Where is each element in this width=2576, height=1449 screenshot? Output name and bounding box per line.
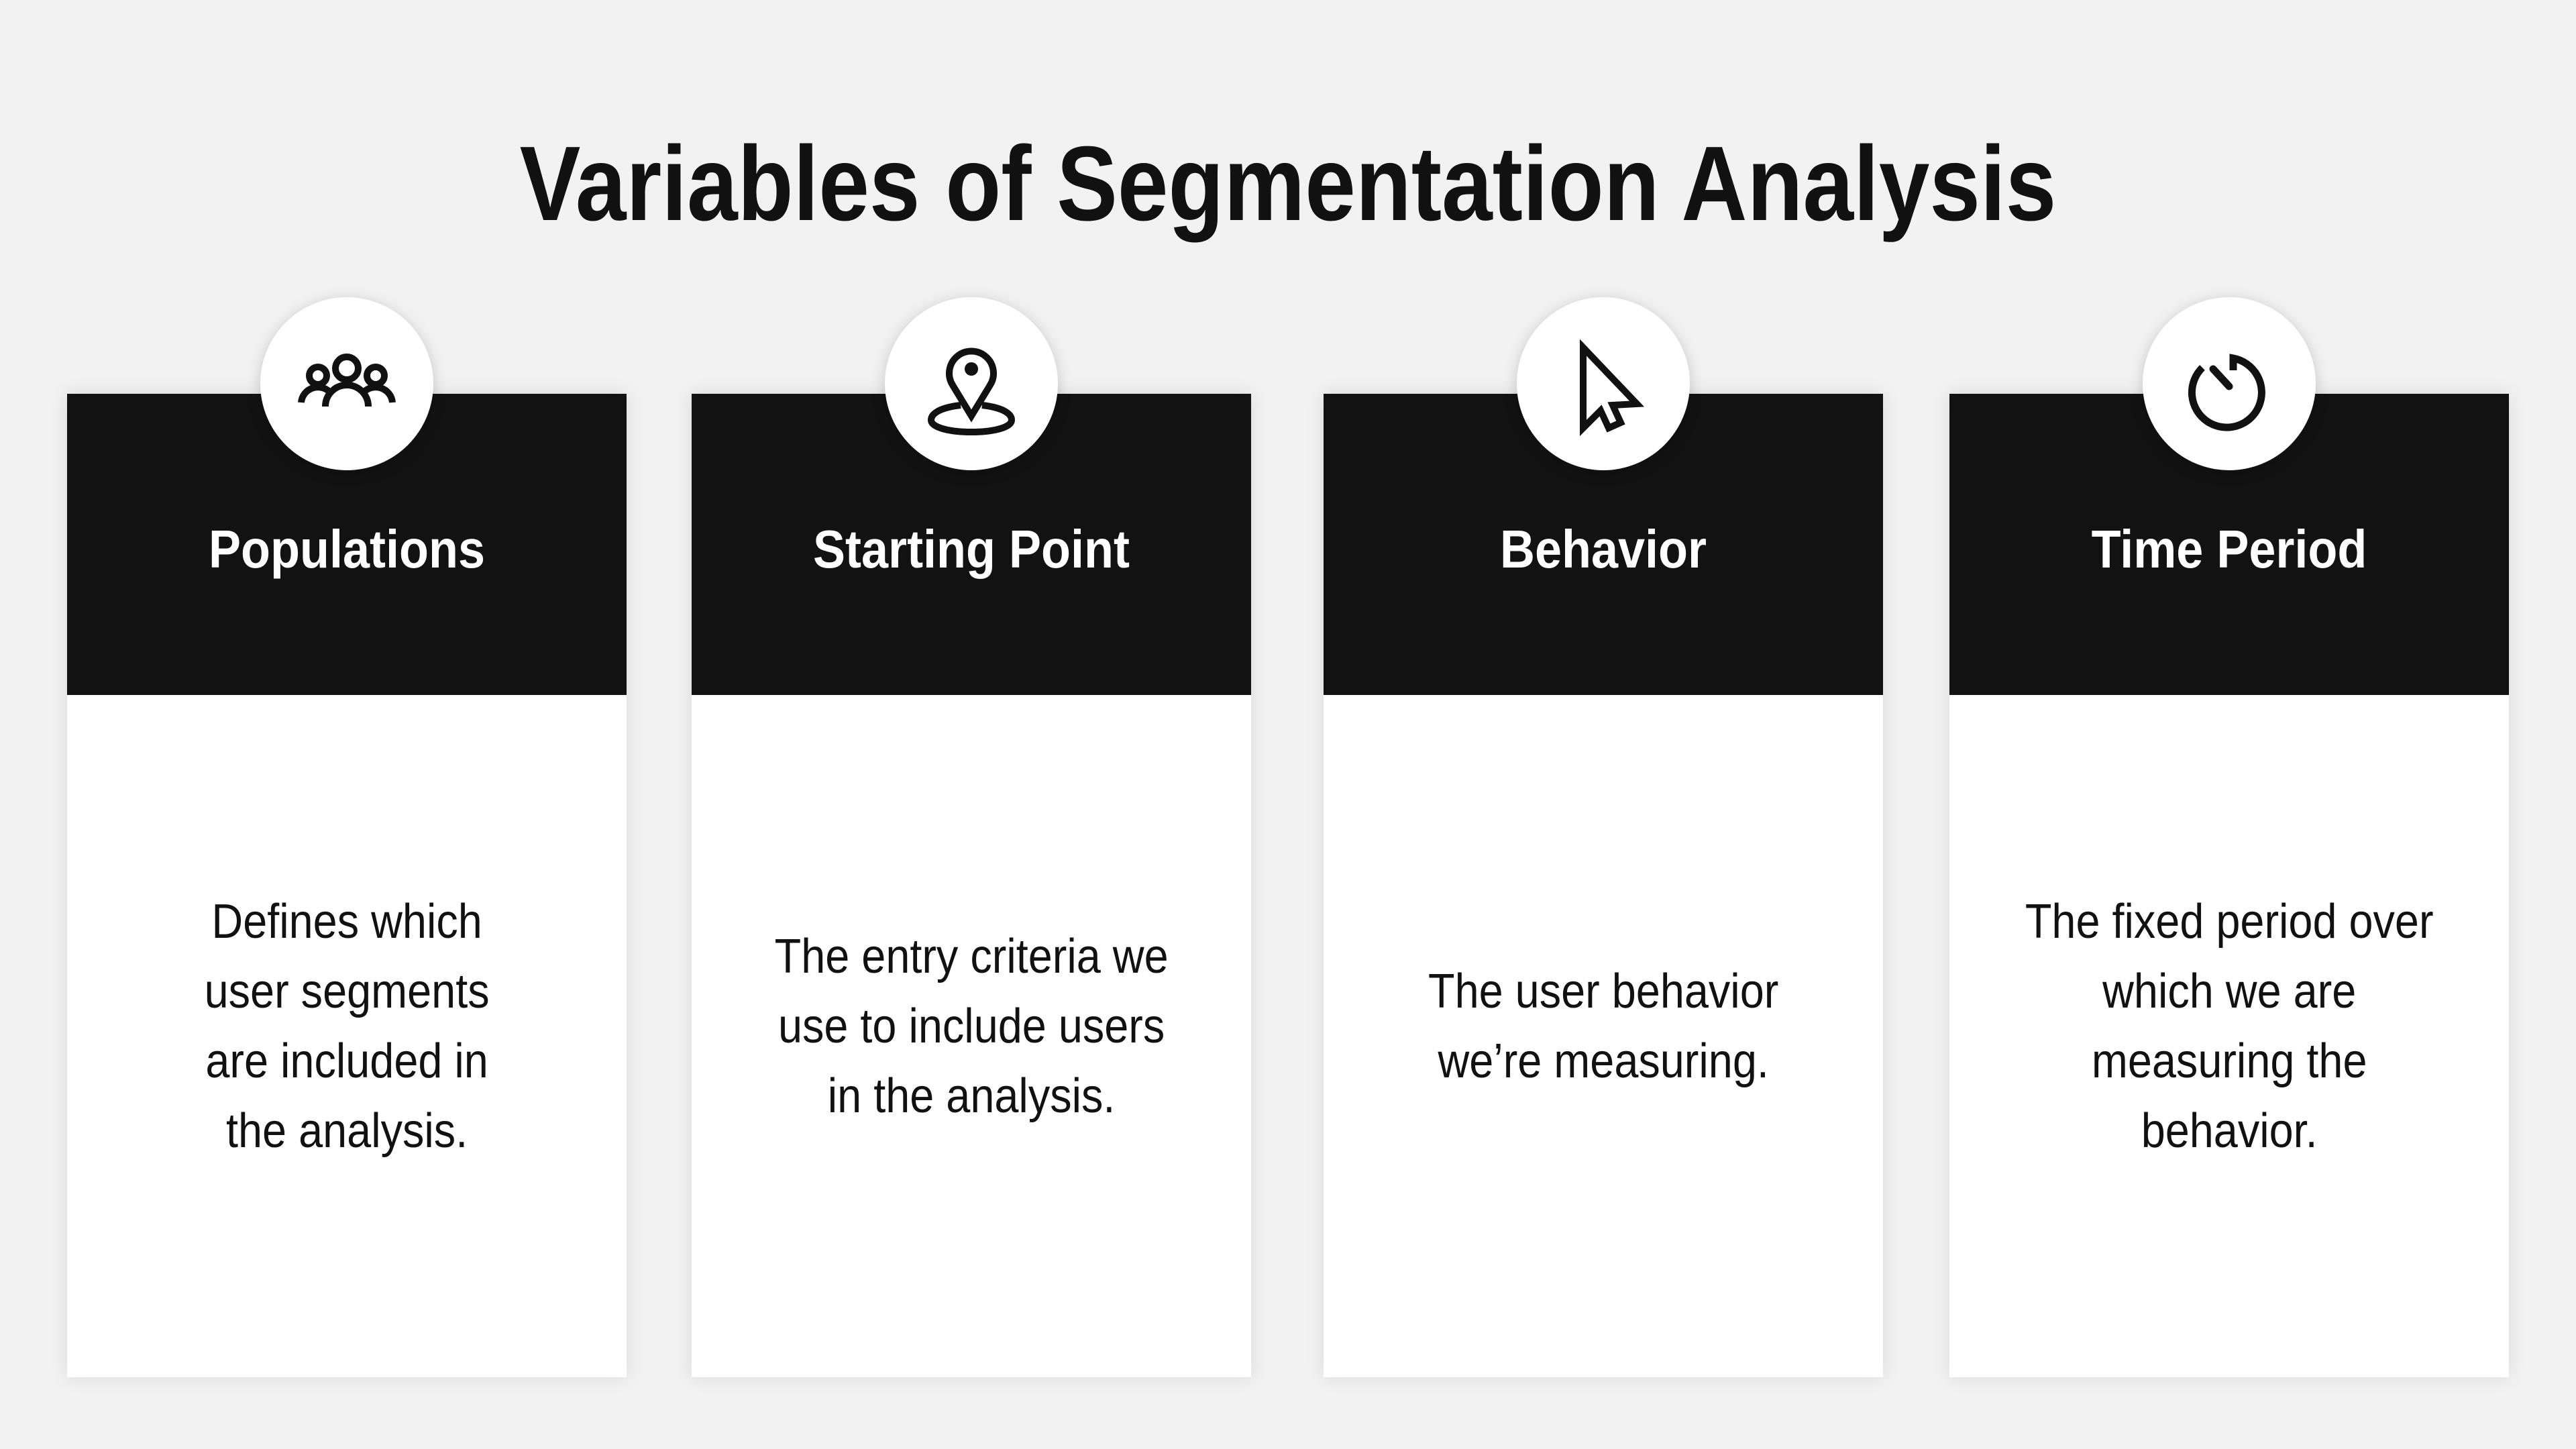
card-title: Time Period [2091,519,2367,579]
icon-badge [260,297,433,470]
location-pin-icon [927,347,1016,436]
card-body: The fixed period over which we are measu… [1949,695,2509,1377]
card-title: Starting Point [813,519,1130,579]
card-description: Defines which user segments are included… [204,894,490,1158]
card-description: The user behavior we’re measuring. [1428,964,1779,1088]
card-body: Defines which user segments are included… [67,695,627,1377]
timer-icon [2188,354,2265,431]
card-header: Behavior [1324,297,1883,695]
card-header: Starting Point [692,297,1251,695]
icon-badge [885,297,1058,470]
icon-badge [2143,297,2316,470]
people-group-icon [298,354,396,407]
card-description: The fixed period over which we are measu… [2025,894,2434,1158]
card-title: Populations [208,519,486,579]
card-behavior: Behavior The user behavior we’re measuri… [1324,297,1883,1377]
cursor-pointer-icon [1580,339,1645,437]
card-description: The entry criteria we use to include use… [774,929,1169,1123]
card-time-period: Time Period The fixed period over which … [1949,297,2509,1377]
card-body: The user behavior we’re measuring. [1324,695,1883,1377]
card-populations: Populations Defines which user segments … [67,297,627,1377]
page-title: Variables of Segmentation Analysis [519,124,2057,243]
card-title: Behavior [1499,519,1707,579]
icon-badge [1517,297,1690,470]
card-header: Time Period [1949,297,2509,695]
card-body: The entry criteria we use to include use… [692,695,1251,1377]
card-starting-point: Starting Point The entry criteria we use… [692,297,1251,1377]
card-header: Populations [67,297,627,695]
